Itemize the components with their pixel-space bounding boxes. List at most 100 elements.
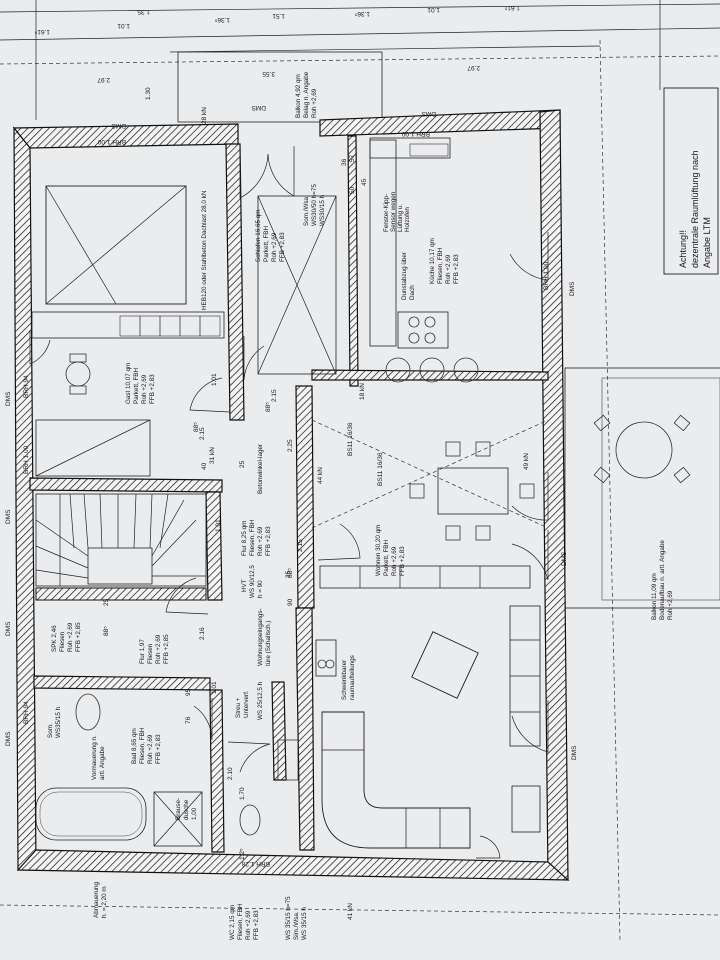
svg-text:DMS: DMS (5, 509, 12, 524)
balcony-top-line-2: Belag n. Angabe (303, 71, 310, 118)
label-flur: Flur 8,25 qm Fliesen, FBH Roh +2,69 FFB … (241, 519, 272, 556)
note-som-bad-1: Som. (47, 723, 54, 738)
svg-text:BRH 1.28: BRH 1.28 (241, 860, 270, 867)
svg-text:95: 95 (185, 688, 192, 696)
svg-text:Parkett, FBH: Parkett, FBH (263, 226, 270, 262)
svg-text:2.16: 2.16 (199, 627, 206, 640)
balcony-right-line-1: Balkon 11,09 qm (651, 573, 658, 620)
svg-text:Roh +2,69: Roh +2,69 (155, 634, 162, 664)
note-brause-1: Brause- (175, 798, 182, 820)
svg-text:18 kN: 18 kN (359, 383, 366, 400)
opening-labels: BRH 1.00 BRH 1.00 BRH 94 BRH 94 BRH 1.00… (23, 130, 550, 867)
svg-text:DMS: DMS (569, 281, 576, 296)
schlafen-wardrobe (257, 195, 337, 375)
balcony-top-line-1: Balkon 4,92 qm (295, 74, 302, 118)
label-gast: Gast 10,07 qm Parkett, FBH Roh +2,69 FFB… (125, 363, 156, 404)
svg-text:Roh +2,69: Roh +2,69 (391, 546, 398, 576)
dining-table (311, 419, 549, 541)
note-vormauerung-2: artl. Angabe (99, 746, 106, 780)
dim-top-mid-3: 1.30 (145, 87, 152, 100)
dim-top-2: 1.35 (137, 8, 150, 15)
label-wohnen: Wohnen 30,20 qm Parkett, FBH Roh +2,69 F… (375, 525, 406, 576)
notice-line-1: Achtung!! (678, 230, 688, 268)
svg-text:BRH 1.00: BRH 1.00 (401, 130, 430, 137)
dim-top-3: 1.36⁵ (214, 16, 230, 23)
svg-text:1.01: 1.01 (211, 681, 218, 694)
svg-text:2.15: 2.15 (199, 427, 206, 440)
svg-text:FFB +2,83: FFB +2,83 (253, 910, 260, 940)
svg-text:DMS: DMS (111, 122, 126, 129)
label-flur-2: Flur 1,97 Fliesen Roh +2,69 FFB +2,85 (139, 634, 170, 664)
note-schwenk-2: raumaufteilungs (349, 655, 356, 700)
svg-text:2.15: 2.15 (271, 389, 278, 402)
svg-text:90: 90 (287, 598, 294, 606)
svg-text:FFB +2,83: FFB +2,83 (149, 374, 156, 404)
svg-text:DMS: DMS (571, 745, 578, 760)
svg-text:88⁵: 88⁵ (265, 402, 272, 412)
note-som-bad-2: WS35/15 h (55, 706, 62, 738)
svg-text:2.25: 2.25 (287, 439, 294, 452)
svg-text:40: 40 (201, 462, 208, 470)
note-ws-flur-2: h = 90 (257, 580, 264, 598)
svg-text:2.10: 2.10 (227, 767, 234, 780)
svg-text:BRH 1.00: BRH 1.00 (23, 445, 30, 474)
note-streu-1: Streu + (235, 697, 242, 718)
svg-text:1.70: 1.70 (239, 787, 246, 800)
note-ws-streu: WS 25/12,5 h (257, 681, 264, 720)
svg-text:Parkett, FBH: Parkett, FBH (133, 368, 140, 404)
schlafen-bed (45, 185, 187, 305)
dim-top-mid-0: 2.97 (97, 76, 110, 83)
note-hvt: HVT (241, 579, 248, 592)
living-sofa (315, 565, 541, 849)
load-labels: 28 kN 18 kN 44 kN 49 kN 41 kN 31 kN (201, 107, 530, 920)
svg-text:36: 36 (341, 158, 348, 166)
svg-text:Wohnen 30,20 qm: Wohnen 30,20 qm (375, 525, 382, 576)
label-schlafen: Schlafen 16,65 qm Parkett, FBH Roh +2,69… (255, 209, 286, 262)
note-som-schlafen-1: Som./Wsa. (303, 195, 310, 226)
svg-text:88⁵: 88⁵ (287, 568, 294, 578)
svg-text:88⁵: 88⁵ (193, 422, 200, 432)
plan-notes: HEB120 oder Stahlbeton Dachlast 28,0 kN … (47, 184, 416, 940)
staircase (35, 493, 207, 587)
gast-furniture (31, 311, 225, 477)
svg-text:FFB +2,85: FFB +2,85 (163, 634, 170, 664)
svg-text:Roh +2,69: Roh +2,69 (245, 910, 252, 940)
svg-text:28 kN: 28 kN (201, 107, 208, 124)
note-eingang-2: türe (Schallsch.) (265, 621, 272, 667)
svg-text:25: 25 (239, 460, 246, 468)
note-ws-flur-1: WS 90/12,5 (249, 565, 256, 598)
svg-text:31 kN: 31 kN (209, 447, 216, 464)
note-dunstabzug-1: Dunstabzug über (401, 252, 408, 300)
svg-text:Bad 8,65 qm: Bad 8,65 qm (131, 728, 138, 764)
svg-text:DMS: DMS (5, 391, 12, 406)
bath-fixtures (35, 693, 299, 847)
room-labels: Schlafen 16,65 qm Parkett, FBH Roh +2,69… (51, 209, 460, 940)
dim-top-6: 1.01 (427, 6, 440, 13)
note-ws-wc-1: WS 35/15 h=75 (285, 896, 292, 940)
svg-text:FFB +2,85: FFB +2,85 (75, 622, 82, 652)
svg-text:DMS: DMS (421, 110, 436, 117)
svg-text:1.01: 1.01 (215, 519, 222, 532)
svg-text:Roh +2,69: Roh +2,69 (445, 254, 452, 284)
svg-text:49 kN: 49 kN (523, 453, 530, 470)
svg-text:76: 76 (185, 716, 192, 724)
svg-text:DMS: DMS (5, 621, 12, 636)
svg-text:25: 25 (285, 570, 292, 578)
svg-text:DMS: DMS (5, 731, 12, 746)
svg-text:Roh +2,69: Roh +2,69 (271, 232, 278, 262)
kitchen-counter (369, 137, 479, 383)
svg-text:Roh +2,69: Roh +2,69 (67, 622, 74, 652)
note-dunstabzug-2: Dach (409, 285, 416, 300)
svg-text:Küche 10,17 qm: Küche 10,17 qm (429, 238, 436, 284)
notice-line-2: dezentrale Raumlüftung nach (690, 150, 700, 268)
interior-walls (29, 135, 549, 853)
label-bad: Bad 8,65 qm Fliesen, FBH Roh +2,69 FFB +… (131, 727, 162, 764)
svg-text:FFB +2,83: FFB +2,83 (265, 526, 272, 556)
note-fenster-4: Holzofen (404, 207, 411, 232)
note-ws-wc-3: WS 35/15 h (301, 907, 308, 940)
svg-text:SPK 2,46: SPK 2,46 (51, 625, 58, 652)
note-fenster-1: Fenster-Kipp- (383, 194, 390, 232)
svg-text:25: 25 (103, 598, 110, 606)
